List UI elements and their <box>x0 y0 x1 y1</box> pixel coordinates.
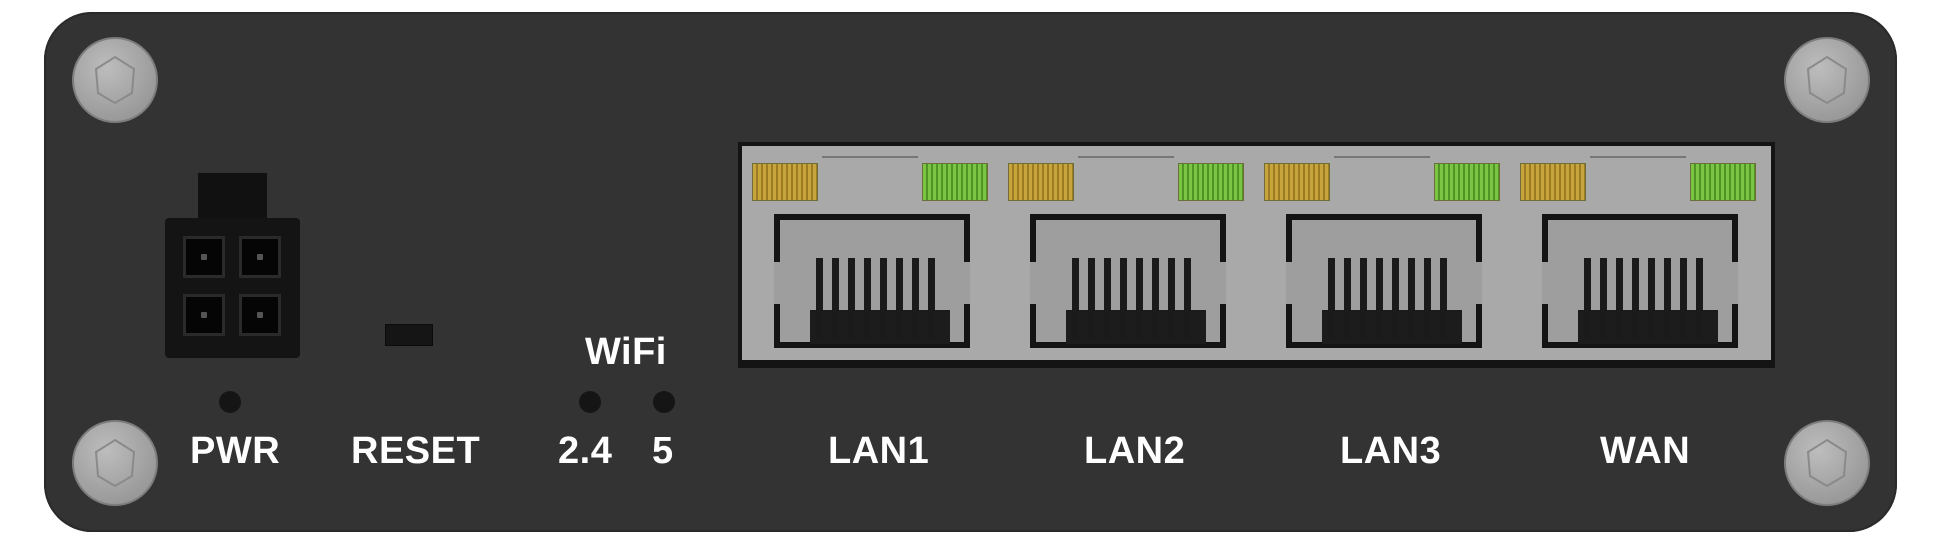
ethernet-port-icon[interactable] <box>1510 146 1766 360</box>
pwr-label: PWR <box>190 430 281 472</box>
port-link-led <box>1690 163 1756 201</box>
pwr-led <box>219 391 241 413</box>
reset-label: RESET <box>351 430 481 472</box>
wifi-5-led <box>653 391 675 413</box>
port-activity-led <box>752 163 818 201</box>
wifi-24-led <box>579 391 601 413</box>
screw-icon <box>1784 37 1870 123</box>
ethernet-port-block <box>738 142 1775 368</box>
port-activity-led <box>1008 163 1074 201</box>
screw-icon <box>72 420 158 506</box>
port-activity-led <box>1264 163 1330 201</box>
ethernet-port-icon[interactable] <box>1254 146 1510 360</box>
port-link-led <box>922 163 988 201</box>
router-front-panel: PWR RESET WiFi 2.4 5 <box>44 12 1897 532</box>
wifi-5-label: 5 <box>652 430 674 472</box>
reset-button[interactable] <box>385 324 433 346</box>
ethernet-port-icon[interactable] <box>998 146 1254 360</box>
screw-icon <box>72 37 158 123</box>
port-label-lan2: LAN2 <box>1084 430 1186 472</box>
screw-icon <box>1784 420 1870 506</box>
power-connector-icon[interactable] <box>165 173 300 358</box>
ethernet-port-icon[interactable] <box>742 146 998 360</box>
port-label-lan1: LAN1 <box>828 430 930 472</box>
port-link-led <box>1434 163 1500 201</box>
wifi-label: WiFi <box>585 331 667 373</box>
port-link-led <box>1178 163 1244 201</box>
port-label-lan3: LAN3 <box>1340 430 1442 472</box>
port-activity-led <box>1520 163 1586 201</box>
port-label-wan: WAN <box>1600 430 1691 472</box>
wifi-24-label: 2.4 <box>558 430 613 472</box>
